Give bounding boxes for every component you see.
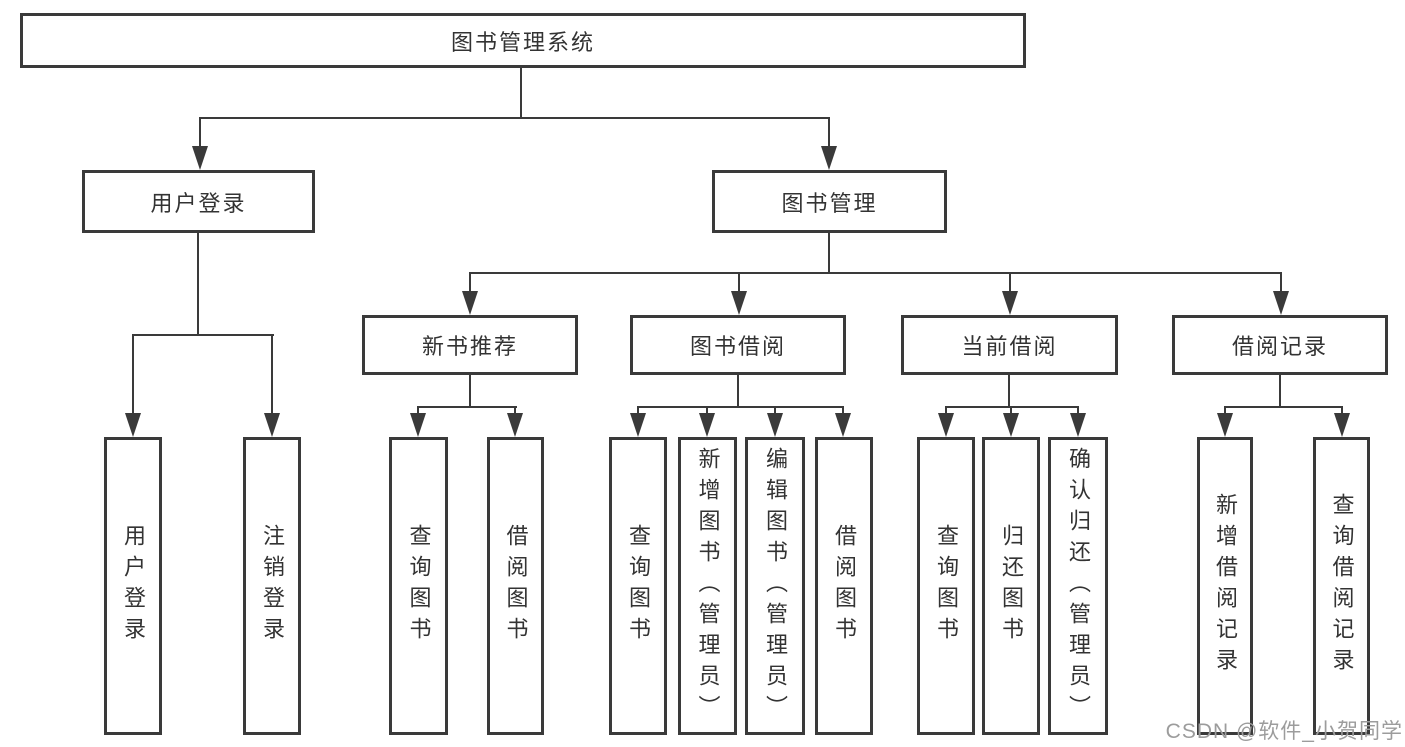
- connector-recommend-bar: [418, 406, 517, 408]
- connector-records-bar: [1224, 406, 1343, 408]
- connector-shaft: [1009, 272, 1011, 295]
- connector-book-trunk: [828, 233, 830, 273]
- arrow-down-icon: [1003, 413, 1019, 437]
- node-leaf-borrow-query-books-label: 查询图书: [626, 524, 651, 648]
- node-leaf-logout-label: 注销登录: [260, 524, 285, 648]
- node-leaf-edit-books-admin-label: 编辑图书（管理员）: [763, 446, 788, 726]
- connector-shaft: [1224, 406, 1226, 417]
- connector-shaft: [132, 334, 134, 417]
- connector-shaft: [1010, 406, 1012, 417]
- node-leaf-add-borrow-record-label: 新增借阅记录: [1213, 493, 1238, 679]
- connector-user-bar: [132, 334, 274, 336]
- node-leaf-confirm-return-admin-label: 确认归还（管理员）: [1066, 446, 1091, 726]
- node-book-management: 图书管理: [712, 170, 947, 233]
- connector-shaft: [945, 406, 947, 417]
- connector-root-trunk: [520, 68, 522, 118]
- node-leaf-current-query-books-label: 查询图书: [934, 524, 959, 648]
- node-leaf-add-books-admin-label: 新增图书（管理员）: [695, 446, 721, 726]
- node-book-borrow-label: 图书借阅: [689, 334, 786, 359]
- arrow-down-icon: [125, 413, 141, 437]
- connector-shaft: [1341, 406, 1343, 417]
- arrow-down-icon: [938, 413, 954, 437]
- node-current-borrow-label: 当前借阅: [961, 334, 1058, 359]
- node-leaf-edit-books-admin: 编辑图书（管理员）: [745, 437, 805, 735]
- connector-shaft: [271, 334, 273, 417]
- node-leaf-recommend-query-books-label: 查询图书: [406, 524, 432, 648]
- connector-recommend-trunk: [469, 375, 471, 408]
- connector-shaft: [469, 272, 471, 295]
- node-new-book-recommend-label: 新书推荐: [421, 334, 518, 359]
- connector-records-trunk: [1279, 375, 1281, 408]
- node-leaf-recommend-borrow-books-label: 借阅图书: [503, 524, 529, 648]
- arrow-down-icon: [264, 413, 280, 437]
- node-leaf-borrow-borrow-books: 借阅图书: [815, 437, 873, 735]
- arrow-down-icon: [1217, 413, 1233, 437]
- connector-level3-bar: [469, 272, 1282, 274]
- node-leaf-add-books-admin: 新增图书（管理员）: [678, 437, 737, 735]
- node-leaf-borrow-query-books: 查询图书: [609, 437, 667, 735]
- connector-shaft: [828, 117, 830, 150]
- arrow-down-icon: [699, 413, 715, 437]
- csdn-watermark: CSDN @软件_小贺同学: [1165, 720, 1403, 743]
- arrow-down-icon: [1070, 413, 1086, 437]
- connector-shaft: [1077, 406, 1079, 417]
- connector-current-bar: [945, 406, 1079, 408]
- node-leaf-add-borrow-record: 新增借阅记录: [1197, 437, 1253, 735]
- node-leaf-query-borrow-record: 查询借阅记录: [1313, 437, 1370, 735]
- node-leaf-current-query-books: 查询图书: [917, 437, 975, 735]
- arrow-down-icon: [821, 146, 837, 170]
- connector-shaft: [1280, 272, 1282, 295]
- arrow-down-icon: [1334, 413, 1350, 437]
- node-leaf-user-login: 用户登录: [104, 437, 162, 735]
- connector-shaft: [842, 406, 844, 417]
- arrow-down-icon: [835, 413, 851, 437]
- node-leaf-user-login-label: 用户登录: [121, 524, 146, 648]
- arrow-down-icon: [731, 291, 747, 315]
- arrow-down-icon: [410, 413, 426, 437]
- connector-shaft: [637, 406, 639, 417]
- node-leaf-confirm-return-admin: 确认归还（管理员）: [1048, 437, 1108, 735]
- connector-current-trunk: [1008, 375, 1010, 408]
- connector-user-trunk: [197, 233, 199, 335]
- node-leaf-return-books: 归还图书: [982, 437, 1040, 735]
- arrow-down-icon: [630, 413, 646, 437]
- connector-shaft: [738, 272, 740, 295]
- node-current-borrow: 当前借阅: [901, 315, 1118, 375]
- node-new-book-recommend: 新书推荐: [362, 315, 578, 375]
- arrow-down-icon: [1002, 291, 1018, 315]
- node-borrow-records: 借阅记录: [1172, 315, 1388, 375]
- node-leaf-query-borrow-record-label: 查询借阅记录: [1329, 493, 1355, 679]
- node-leaf-recommend-borrow-books: 借阅图书: [487, 437, 544, 735]
- node-borrow-records-label: 借阅记录: [1231, 334, 1328, 359]
- connector-borrow-trunk: [737, 375, 739, 408]
- node-leaf-borrow-borrow-books-label: 借阅图书: [832, 524, 857, 648]
- arrow-down-icon: [767, 413, 783, 437]
- arrow-down-icon: [1273, 291, 1289, 315]
- connector-shaft: [774, 406, 776, 417]
- connector-shaft: [514, 406, 516, 417]
- connector-shaft: [199, 117, 201, 150]
- node-root: 图书管理系统: [20, 13, 1026, 68]
- node-leaf-recommend-query-books: 查询图书: [389, 437, 448, 735]
- node-user-login-group: 用户登录: [82, 170, 315, 233]
- arrow-down-icon: [192, 146, 208, 170]
- connector-shaft: [706, 406, 708, 417]
- node-leaf-logout: 注销登录: [243, 437, 301, 735]
- connector-level1-bar: [199, 117, 830, 119]
- node-book-management-label: 图书管理: [781, 190, 878, 216]
- node-leaf-return-books-label: 归还图书: [999, 524, 1024, 648]
- arrow-down-icon: [462, 291, 478, 315]
- node-root-label: 图书管理系统: [450, 29, 595, 55]
- arrow-down-icon: [507, 413, 523, 437]
- connector-shaft: [417, 406, 419, 417]
- node-user-login-group-label: 用户登录: [150, 190, 247, 216]
- node-book-borrow: 图书借阅: [630, 315, 846, 375]
- connector-borrow-bar: [637, 406, 844, 408]
